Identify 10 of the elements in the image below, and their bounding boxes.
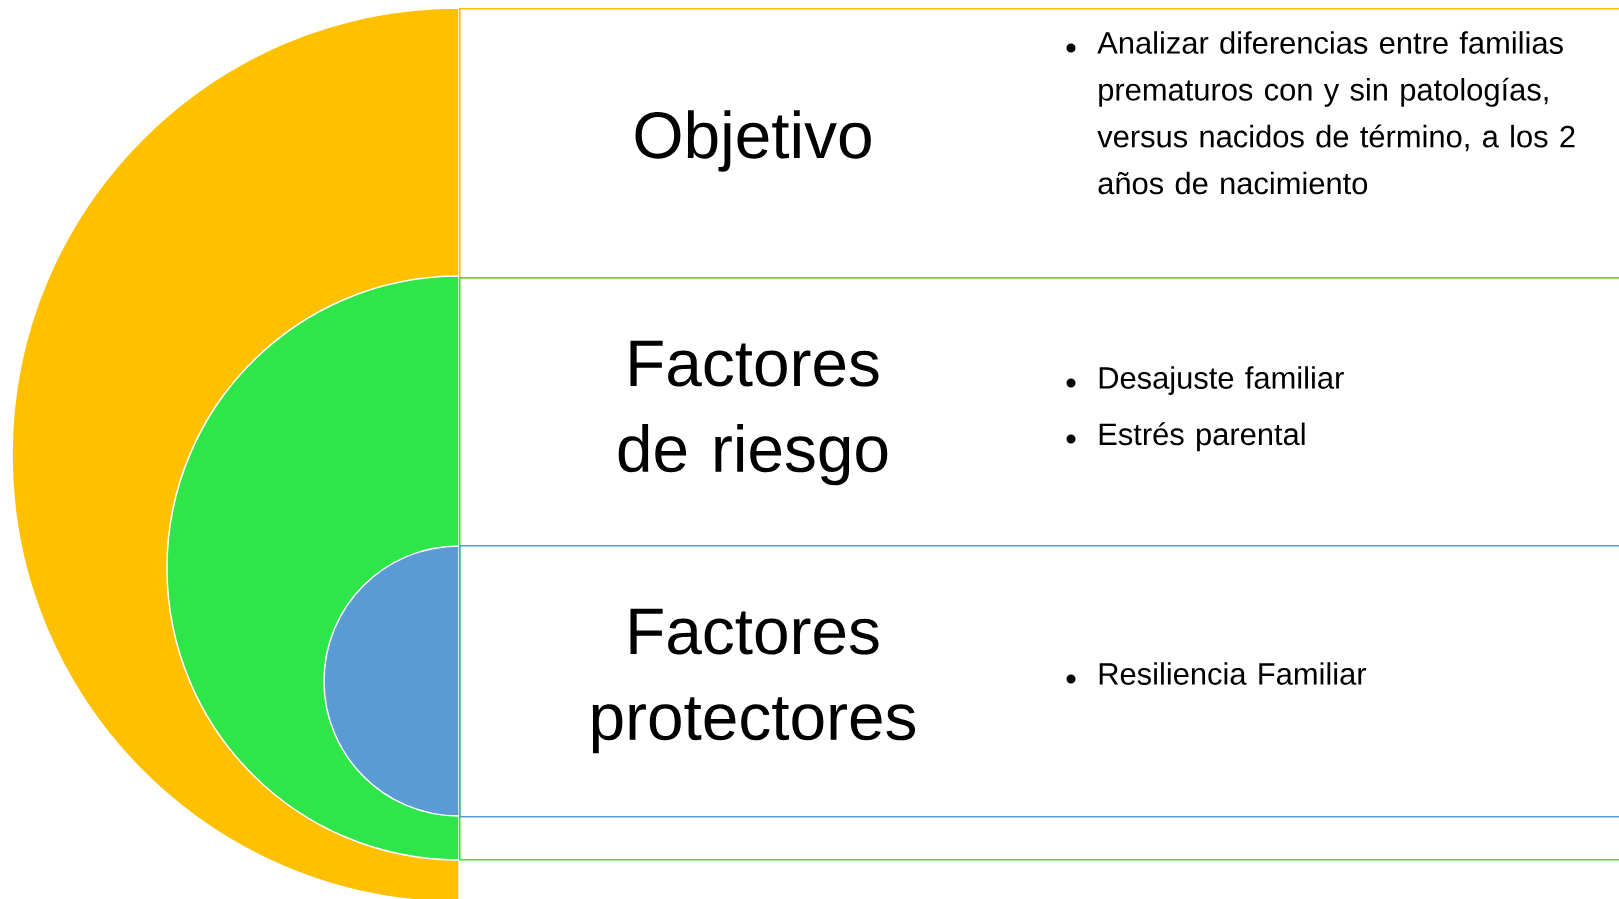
bullet-text: Desajuste familiar bbox=[1099, 366, 1344, 395]
heading: Factores protectores bbox=[592, 608, 916, 754]
heading: Factores de riesgo bbox=[618, 340, 888, 486]
heading: Objetivo bbox=[635, 110, 871, 172]
bullet-text: Resiliencia Familiar bbox=[1099, 662, 1367, 685]
band-box bbox=[459, 545, 1619, 818]
band-box bbox=[459, 277, 1619, 861]
band-box bbox=[459, 8, 1619, 279]
bullet-text: Estrés parental bbox=[1099, 422, 1305, 452]
bullet-text: Analizar diferencias entre familias prematuros con y sin patologías, versus nacidos de término, a los 2 años de nacimiento bbox=[1097, 31, 1575, 195]
